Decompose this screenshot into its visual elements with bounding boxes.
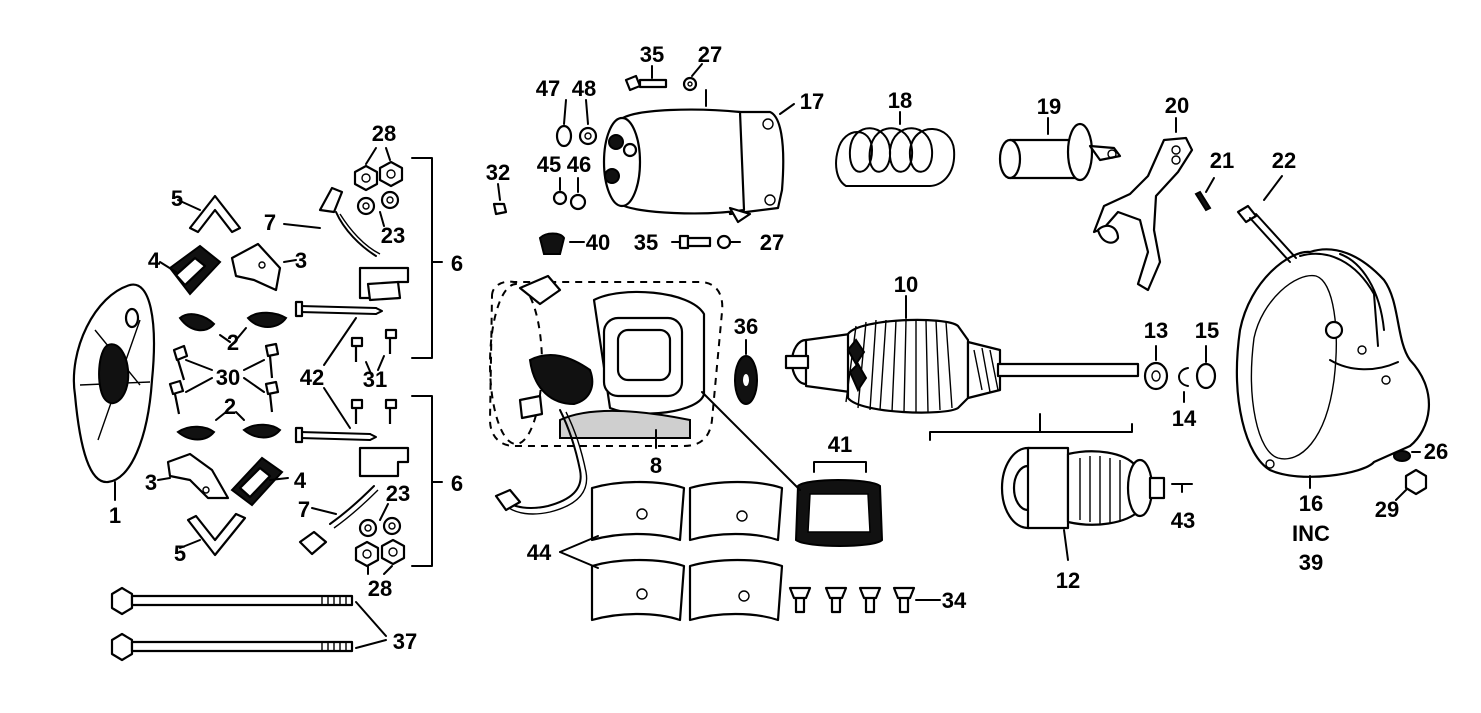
solenoid-part [602, 89, 795, 224]
callout-4: 4 [294, 468, 307, 493]
callout-3: 3 [145, 470, 157, 495]
armature-part [784, 295, 1140, 441]
callout-31: 31 [363, 367, 387, 392]
screw-part [168, 342, 280, 415]
housing-nut-part [1393, 450, 1428, 501]
plunger-spring-part [835, 111, 956, 187]
callout-2: 2 [227, 330, 239, 355]
callout-18: 18 [888, 88, 912, 113]
callout-7: 7 [264, 210, 276, 235]
callout-30: 30 [216, 365, 240, 390]
brush-holder-part [157, 242, 297, 500]
callout-1: 1 [109, 503, 121, 528]
field-frame-part [488, 274, 724, 515]
callout-45: 45 [537, 152, 561, 177]
callout-19: 19 [1037, 94, 1061, 119]
callout-23: 23 [386, 481, 410, 506]
terminal-screw-part [350, 328, 398, 424]
retainer-part [1143, 345, 1217, 493]
callout-labels: 1 2 2 3 3 4 4 5 5 6 6 7 7 8 10 12 13 14 … [109, 42, 1448, 654]
brush-spring-part [177, 194, 247, 557]
plunger-part [998, 117, 1122, 182]
callout-27: 27 [698, 42, 722, 67]
drive-housing-part [1235, 175, 1431, 489]
callout-28: 28 [368, 576, 392, 601]
callout-16-inc: INC [1292, 521, 1330, 546]
callout-37: 37 [393, 629, 417, 654]
callout-8: 8 [650, 453, 662, 478]
callout-39: 39 [1299, 550, 1323, 575]
shift-lever-part [1092, 117, 1215, 292]
callout-6: 6 [451, 251, 463, 276]
callout-4: 4 [148, 248, 161, 273]
callout-6: 6 [451, 471, 463, 496]
callout-17: 17 [800, 89, 824, 114]
callout-34: 34 [942, 588, 967, 613]
callout-42: 42 [300, 365, 324, 390]
callout-28: 28 [372, 121, 396, 146]
callout-44: 44 [527, 540, 552, 565]
thrust-washer-part [734, 339, 758, 405]
gasket-part [701, 391, 884, 547]
nut-washer-part [353, 147, 406, 575]
callout-16: 16 [1299, 491, 1323, 516]
callout-46: 46 [567, 152, 591, 177]
drive-assembly-part [1000, 446, 1166, 561]
callout-15: 15 [1195, 318, 1219, 343]
callout-22: 22 [1272, 148, 1296, 173]
through-bolt-part [110, 586, 387, 662]
callout-5: 5 [174, 541, 186, 566]
callout-32: 32 [486, 160, 510, 185]
callout-35: 35 [634, 230, 658, 255]
callout-41: 41 [828, 432, 852, 457]
callout-40: 40 [586, 230, 610, 255]
callout-10: 10 [894, 272, 918, 297]
callout-2: 2 [224, 394, 236, 419]
pole-shoe-part [559, 480, 784, 622]
coil-spring-part [176, 311, 288, 441]
pin-part [294, 300, 383, 444]
callout-35: 35 [640, 42, 664, 67]
callout-36: 36 [734, 314, 758, 339]
callout-7: 7 [298, 497, 310, 522]
callout-47: 47 [536, 76, 560, 101]
callout-13: 13 [1144, 318, 1168, 343]
callout-29: 29 [1375, 497, 1399, 522]
callout-23: 23 [381, 223, 405, 248]
callout-5: 5 [171, 186, 183, 211]
pole-shoe-screw-part [788, 586, 941, 614]
bracket-line [411, 157, 443, 567]
callout-20: 20 [1165, 93, 1189, 118]
end-cap-part [72, 283, 156, 501]
callout-43: 43 [1171, 508, 1195, 533]
callout-27: 27 [760, 230, 784, 255]
callout-26: 26 [1424, 439, 1448, 464]
brush-part [159, 244, 289, 507]
terminal-lead-part [283, 186, 410, 556]
callout-14: 14 [1172, 406, 1197, 431]
callout-21: 21 [1210, 148, 1234, 173]
callout-3: 3 [295, 248, 307, 273]
callout-48: 48 [572, 76, 596, 101]
solenoid-hardware-part [492, 63, 741, 255]
callout-12: 12 [1056, 568, 1080, 593]
